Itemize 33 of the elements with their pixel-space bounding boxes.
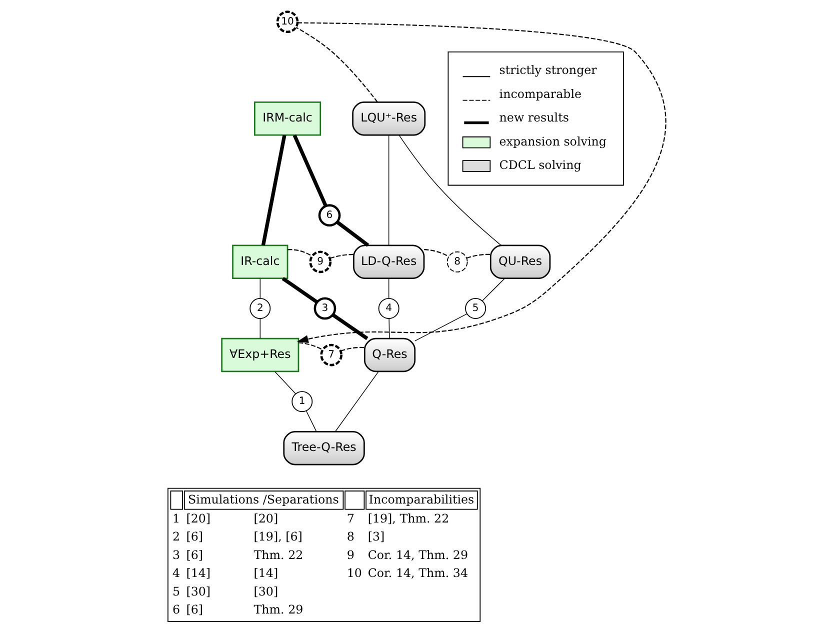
label: Thm. 29 <box>254 602 304 617</box>
label: 6 <box>172 602 180 617</box>
label: Incomparabilities <box>368 492 474 506</box>
legend-label: new results <box>499 110 569 125</box>
label: [30] <box>186 584 211 598</box>
label: [20] <box>254 511 278 526</box>
label: [3] <box>368 530 385 544</box>
label: [14] <box>186 566 211 580</box>
label: 1 <box>172 511 180 526</box>
label: [30] <box>254 584 278 598</box>
label: Cor. 14, Thm. 34 <box>368 566 468 580</box>
label: 5 <box>172 584 180 598</box>
label: Thm. 22 <box>254 548 304 562</box>
label: [19], [6] <box>254 530 302 544</box>
label: 8 <box>346 530 354 544</box>
label: 9 <box>346 548 354 562</box>
label: 10 <box>346 566 362 580</box>
label: 7 <box>346 511 354 526</box>
label: [19], Thm. 22 <box>368 511 450 526</box>
label: Simulations /Separations <box>188 492 339 506</box>
legend-label: strictly stronger <box>499 63 597 78</box>
label: [14] <box>254 566 278 580</box>
label: 3 <box>172 548 180 562</box>
legend-label: incomparable <box>499 86 582 101</box>
label: 2 <box>172 530 180 544</box>
legend-label: expansion solving <box>499 134 606 148</box>
label: [6] <box>186 548 204 562</box>
label: [6] <box>186 602 204 617</box>
label: 4 <box>172 566 180 580</box>
label: Cor. 14, Thm. 29 <box>368 548 468 562</box>
label: [6] <box>186 530 204 544</box>
legend-label: CDCL solving <box>499 158 582 172</box>
label: [20] <box>186 511 211 526</box>
